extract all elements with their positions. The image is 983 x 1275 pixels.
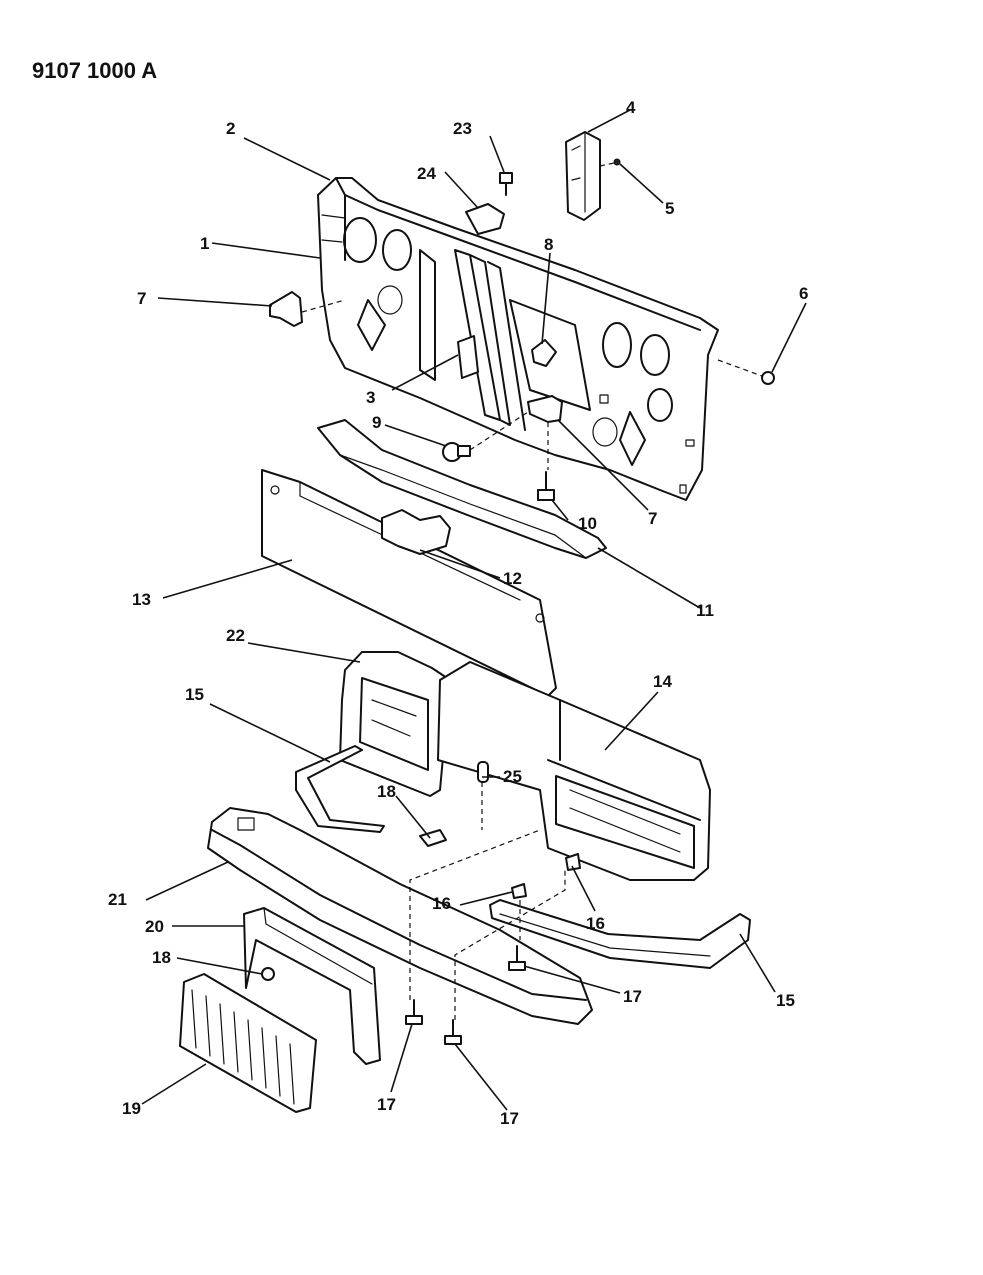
callout-7a: 7	[137, 289, 146, 308]
grille-frame	[243, 907, 381, 1065]
callout-16b: 16	[586, 914, 605, 933]
callout-3: 3	[366, 388, 375, 407]
callout-15b: 15	[776, 991, 795, 1010]
bolt-seventeen-a	[405, 999, 423, 1025]
bezel-left	[295, 745, 385, 833]
callout-23: 23	[453, 119, 472, 138]
callout-4: 4	[626, 98, 636, 117]
lower-rail	[317, 419, 607, 559]
callout-25: 25	[503, 767, 522, 786]
callout-15a: 15	[185, 685, 204, 704]
callout-22: 22	[226, 626, 245, 645]
headlamp-housing-right	[437, 661, 711, 881]
callout-16a: 16	[432, 894, 451, 913]
callout-5: 5	[665, 199, 674, 218]
callout-8: 8	[544, 235, 553, 254]
bracket-right	[527, 395, 563, 470]
callout-9: 9	[372, 413, 381, 432]
callout-17a: 17	[377, 1095, 396, 1114]
fastener-sixteen-right	[565, 853, 581, 871]
pin-twentyfive	[477, 761, 489, 783]
radiator-support-panel	[317, 177, 719, 501]
vertical-bracket	[565, 131, 601, 221]
callout-21: 21	[108, 890, 127, 909]
bracket-left	[269, 291, 346, 327]
front-fascia	[207, 807, 593, 1025]
bracket-center	[457, 335, 479, 379]
screw-five	[599, 158, 621, 167]
bolt-nine	[442, 411, 529, 462]
callout-14: 14	[653, 672, 672, 691]
callout-11: 11	[696, 601, 714, 620]
callout-17c: 17	[623, 987, 642, 1006]
clip-twentyfour	[465, 203, 505, 235]
fastener-sixteen-left	[511, 883, 527, 899]
bolt-ten	[537, 471, 555, 501]
callout-17b: 17	[500, 1109, 519, 1128]
clip-twelve	[381, 509, 451, 555]
grille	[179, 973, 317, 1113]
bolt-twentythree	[499, 172, 513, 196]
callout-12: 12	[503, 569, 522, 588]
leader-lines	[141, 109, 807, 1111]
callout-10: 10	[578, 514, 597, 533]
bolt-seventeen-b	[444, 1019, 462, 1045]
callout-2: 2	[226, 119, 235, 138]
callout-18b: 18	[152, 948, 171, 967]
callout-19: 19	[122, 1099, 141, 1118]
screw-eighteen-upper	[419, 829, 447, 847]
routing-lines	[409, 782, 566, 1020]
bezel-right	[489, 899, 751, 969]
callout-18a: 18	[377, 782, 396, 801]
filler-panel	[261, 469, 557, 697]
screw-eighteen-lower	[261, 967, 275, 981]
callout-13: 13	[132, 590, 151, 609]
callout-labels: 1 2 3 4 5 6 7 7 8 9 10 11 12 13 14 15 15…	[108, 98, 808, 1128]
callout-7b: 7	[648, 509, 657, 528]
callout-6: 6	[799, 284, 808, 303]
callout-20: 20	[145, 917, 164, 936]
diagram-code: 9107 1000 A	[32, 58, 157, 83]
nut-six	[717, 359, 775, 385]
callout-24: 24	[417, 164, 436, 183]
headlamp-housing-left	[339, 651, 451, 797]
callout-1: 1	[200, 234, 209, 253]
